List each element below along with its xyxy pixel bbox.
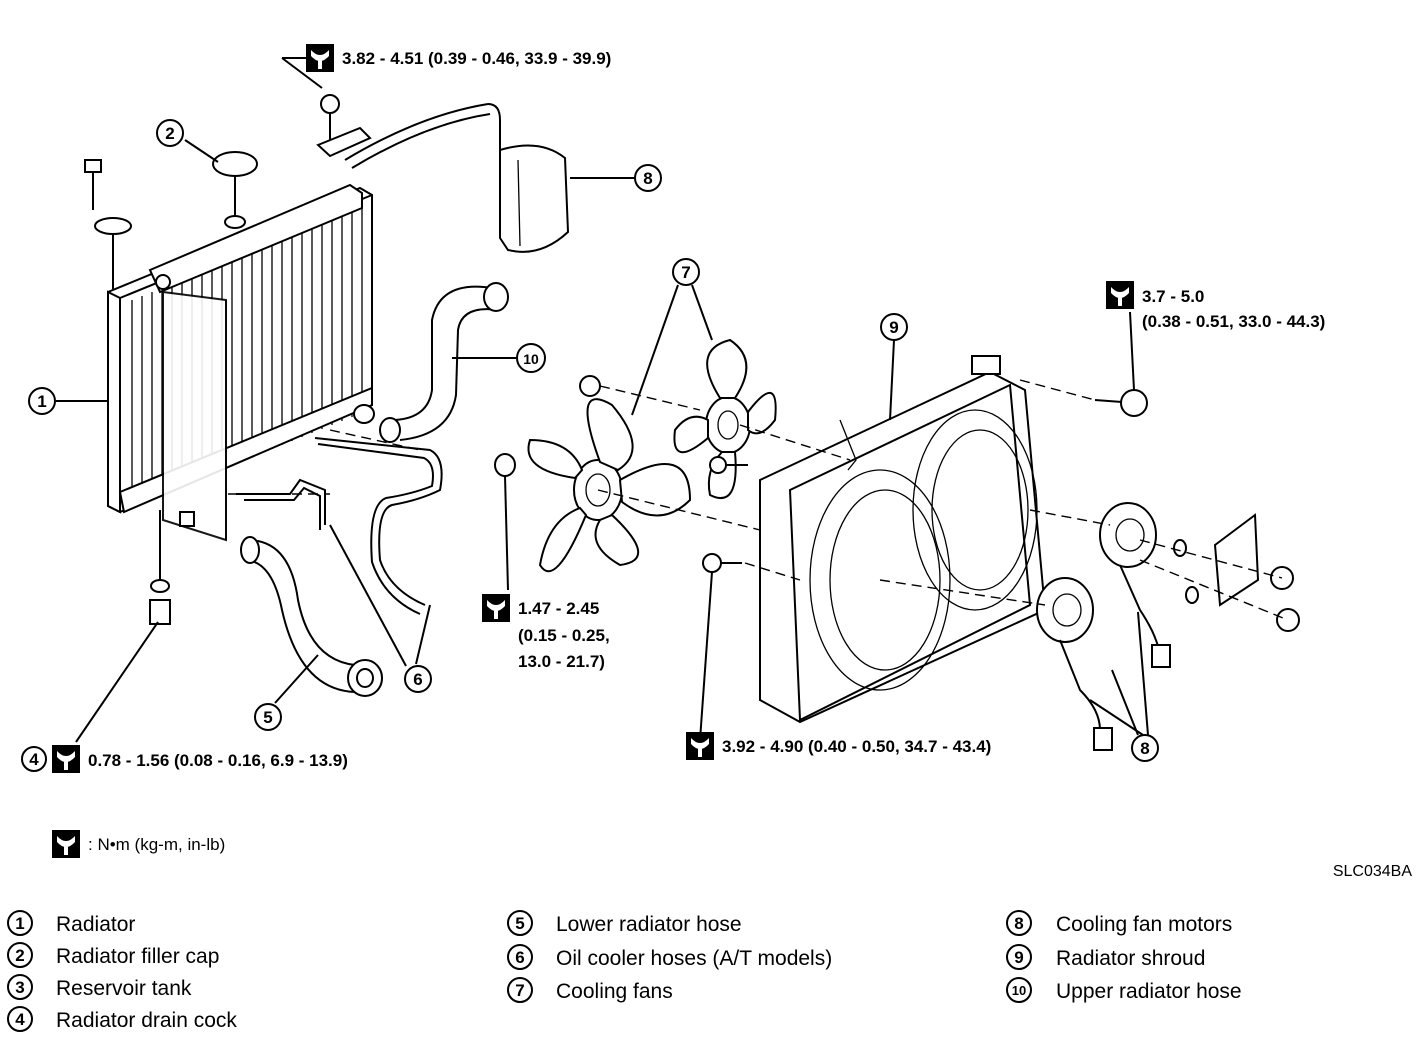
fan-motors xyxy=(1036,502,1300,751)
cooling-fan-left xyxy=(527,398,692,572)
torque-reservoir-bolt: 3.82 - 4.51 (0.39 - 0.46, 33.9 - 39.9) xyxy=(306,44,611,72)
callout-7-label: 7 xyxy=(681,263,690,282)
legend-label-9: Radiator shroud xyxy=(1056,947,1205,970)
cooling-fan-right xyxy=(673,338,777,500)
alignment-lines xyxy=(228,379,1289,621)
torque-reservoir-bolt-text: 3.82 - 4.51 (0.39 - 0.46, 33.9 - 39.9) xyxy=(342,49,611,68)
legend-num-4: 4 xyxy=(15,1010,25,1029)
legend-label-8: Cooling fan motors xyxy=(1056,913,1232,936)
legend-num-3: 3 xyxy=(15,978,24,997)
torque-shroud-bolt-line1: 3.7 - 5.0 xyxy=(1142,287,1204,306)
legend-num-8: 8 xyxy=(1014,914,1023,933)
leader-lines xyxy=(56,57,1149,743)
legend-item-10: 10 Upper radiator hose xyxy=(1006,977,1242,1003)
callout-10: 10 xyxy=(516,343,546,373)
legend: 1 Radiator 2 Radiator filler cap 3 Reser… xyxy=(7,910,1242,1032)
legend-item-8: 8 Cooling fan motors xyxy=(1006,910,1232,936)
legend-label-4: Radiator drain cock xyxy=(56,1009,237,1032)
callout-8-bottom: 8 xyxy=(1131,734,1159,762)
callout-2: 2 xyxy=(156,119,184,147)
callout-7: 7 xyxy=(672,258,700,286)
callout-8-top: 8 xyxy=(634,164,662,192)
legend-num-5: 5 xyxy=(515,914,524,933)
legend-num-1: 1 xyxy=(15,914,24,933)
fan-nuts xyxy=(494,375,748,573)
legend-num-6: 6 xyxy=(515,948,524,967)
torque-fan-nut-line2: (0.15 - 0.25, xyxy=(518,626,610,645)
legend-label-2: Radiator filler cap xyxy=(56,945,219,968)
torque-drain-cock: 0.78 - 1.56 (0.08 - 0.16, 6.9 - 13.9) xyxy=(52,745,348,773)
callout-8-bottom-label: 8 xyxy=(1140,739,1149,758)
callout-5: 5 xyxy=(254,703,282,731)
legend-item-9: 9 Radiator shroud xyxy=(1006,944,1205,970)
radiator-shroud xyxy=(759,355,1047,724)
torque-unit-note: : N•m (kg-m, in-lb) xyxy=(52,830,225,858)
callout-6: 6 xyxy=(404,665,432,693)
legend-num-9: 9 xyxy=(1014,948,1023,967)
lower-radiator-hose xyxy=(240,536,383,697)
legend-label-1: Radiator xyxy=(56,913,135,936)
torque-wrench-icon xyxy=(482,594,510,622)
callout-10-label: 10 xyxy=(523,351,539,367)
callout-6-label: 6 xyxy=(413,670,422,689)
legend-item-1: 1 Radiator xyxy=(7,910,135,936)
oil-cooler-hoses xyxy=(236,437,443,615)
torque-motor-bolt: 3.92 - 4.90 (0.40 - 0.50, 34.7 - 43.4) xyxy=(686,732,991,760)
legend-label-3: Reservoir tank xyxy=(56,977,192,1000)
torque-shroud-bolt: 3.7 - 5.0 (0.38 - 0.51, 33.0 - 44.3) xyxy=(1106,281,1325,331)
torque-fan-nut: 1.47 - 2.45 (0.15 - 0.25, 13.0 - 21.7) xyxy=(482,594,610,671)
callout-1-label: 1 xyxy=(37,392,46,411)
callout-8-top-label: 8 xyxy=(643,169,652,188)
legend-label-6: Oil cooler hoses (A/T models) xyxy=(556,947,832,970)
torque-unit-note-text: : N•m (kg-m, in-lb) xyxy=(88,835,225,854)
radiator xyxy=(107,183,373,542)
callout-5-label: 5 xyxy=(263,708,272,727)
drain-cock xyxy=(149,510,195,625)
shroud-bolt xyxy=(1094,389,1148,417)
legend-num-2: 2 xyxy=(15,946,24,965)
torque-fan-nut-line1: 1.47 - 2.45 xyxy=(518,599,599,618)
torque-fan-nut-line3: 13.0 - 21.7) xyxy=(518,652,605,671)
diagram-code: SLC034BA xyxy=(1333,863,1412,880)
torque-wrench-icon xyxy=(306,44,334,72)
legend-item-6: 6 Oil cooler hoses (A/T models) xyxy=(507,944,832,970)
upper-mount-bolts xyxy=(84,151,258,290)
legend-label-5: Lower radiator hose xyxy=(556,913,742,936)
legend-num-7: 7 xyxy=(515,981,524,1000)
torque-motor-bolt-text: 3.92 - 4.90 (0.40 - 0.50, 34.7 - 43.4) xyxy=(722,737,991,756)
legend-item-4: 4 Radiator drain cock xyxy=(7,1006,237,1032)
legend-label-7: Cooling fans xyxy=(556,980,673,1003)
callout-9: 9 xyxy=(880,313,908,341)
legend-item-3: 3 Reservoir tank xyxy=(7,974,192,1000)
legend-item-5: 5 Lower radiator hose xyxy=(507,910,742,936)
callout-4: 4 xyxy=(21,746,47,772)
torque-shroud-bolt-line2: (0.38 - 0.51, 33.0 - 44.3) xyxy=(1142,312,1325,331)
legend-item-7: 7 Cooling fans xyxy=(507,977,673,1003)
upper-radiator-hose xyxy=(353,282,509,443)
legend-num-10: 10 xyxy=(1012,983,1026,998)
legend-item-2: 2 Radiator filler cap xyxy=(7,942,219,968)
torque-drain-cock-text: 0.78 - 1.56 (0.08 - 0.16, 6.9 - 13.9) xyxy=(88,751,348,770)
callout-2-label: 2 xyxy=(165,124,174,143)
reservoir-tank xyxy=(316,94,570,253)
callout-4-label: 4 xyxy=(29,750,39,769)
legend-label-10: Upper radiator hose xyxy=(1056,980,1242,1003)
torque-wrench-icon xyxy=(52,745,80,773)
torque-wrench-icon xyxy=(686,732,714,760)
torque-wrench-icon xyxy=(52,830,80,858)
torque-wrench-icon xyxy=(1106,281,1134,309)
callout-1: 1 xyxy=(28,387,56,415)
callout-9-label: 9 xyxy=(889,318,898,337)
